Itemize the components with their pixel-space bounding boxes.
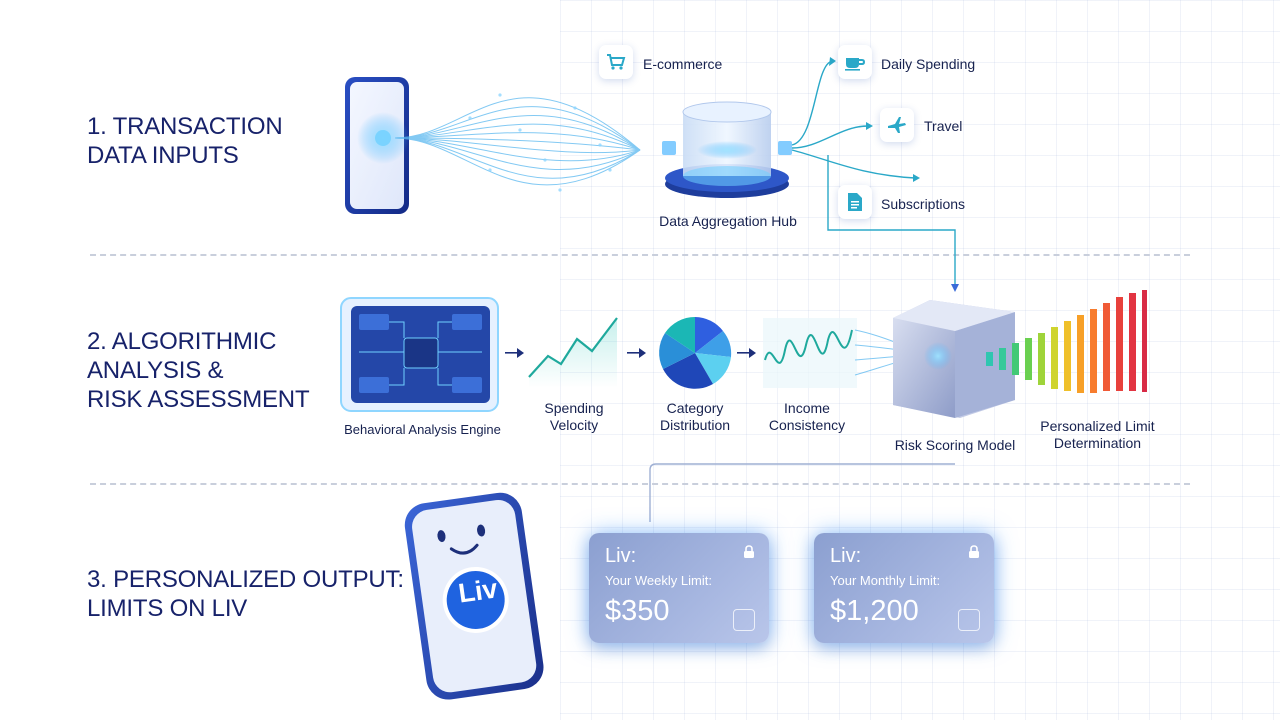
flow-arrows [505,348,756,358]
daily-spending-label: Daily Spending [881,56,976,72]
source-phone [345,77,409,214]
card-caption: Your Weekly Limit: [605,573,712,588]
card-amount: $350 [605,595,670,627]
travel-label: Travel [924,118,963,134]
behavioral-analysis-engine [340,297,499,412]
airplane-icon [880,108,914,142]
output-connector [649,463,955,522]
card-checkbox[interactable] [733,609,755,631]
category-label: Category Distribution [659,400,731,433]
limit-bars [986,290,1147,393]
section-title-transaction-inputs: 1. TRANSACTION DATA INPUTS [87,113,283,169]
card-brand: Liv: [605,545,637,567]
liv-app-phone [404,492,544,700]
risk-scoring-cube [893,300,1015,418]
lock-icon [968,545,980,564]
monthly-limit-card[interactable]: Liv: Your Monthly Limit: $1,200 [814,533,994,643]
section-title-algorithmic-analysis: 2. ALGORITHMIC ANALYSIS & RISK ASSESSMEN… [87,328,310,413]
section-divider-2 [90,483,1190,485]
document-icon [838,185,872,219]
section-divider-1 [90,254,1190,256]
ecommerce-label: E-commerce [643,56,723,72]
hub-label: Data Aggregation Hub [659,213,797,229]
data-aggregation-hub [662,101,792,198]
velocity-label: Spending Velocity [544,400,604,433]
card-brand: Liv: [830,545,862,567]
spending-velocity-chart [528,317,618,388]
card-checkbox[interactable] [958,609,980,631]
data-stream-lines [394,97,641,186]
risk-label: Risk Scoring Model [894,437,1016,453]
cart-icon [599,45,633,79]
lock-icon [743,545,755,564]
income-label: Income Consistency [768,400,846,433]
income-consistency-chart [763,318,857,388]
coffee-cup-icon [838,45,872,79]
engine-label: Behavioral Analysis Engine [344,422,501,437]
card-caption: Your Monthly Limit: [830,573,941,588]
limit-label: Personalized Limit Determination [1040,418,1155,451]
category-distribution-pie [659,316,732,389]
category-arrows [791,61,956,286]
subscriptions-label: Subscriptions [881,196,966,212]
section-title-personalized-output: 3. PERSONALIZED OUTPUT: LIMITS ON LIV [87,566,404,622]
card-amount: $1,200 [830,595,919,627]
weekly-limit-card[interactable]: Liv: Your Weekly Limit: $350 [589,533,769,643]
